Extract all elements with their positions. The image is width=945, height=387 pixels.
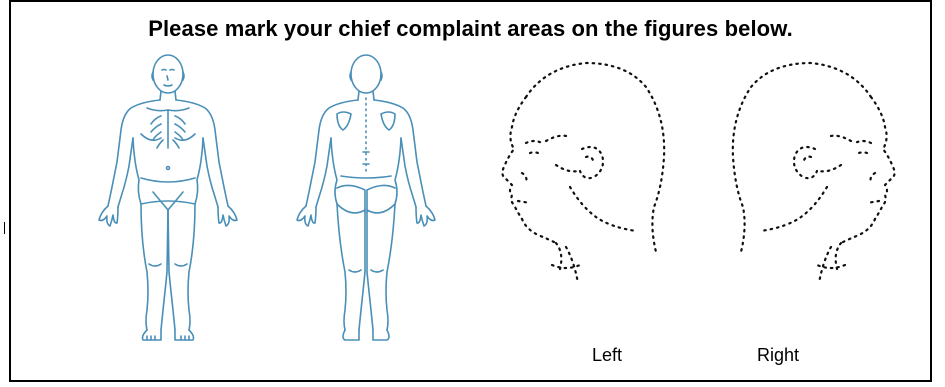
instruction-text: Please mark your chief complaint areas o… — [11, 16, 930, 42]
human-body-back-icon[interactable] — [279, 52, 454, 342]
head-profile-right-icon[interactable] — [711, 57, 911, 292]
human-body-front-icon[interactable] — [81, 52, 256, 342]
right-label: Right — [757, 345, 799, 366]
complaint-area-box: Please mark your chief complaint areas o… — [9, 0, 932, 382]
left-label: Left — [592, 345, 622, 366]
head-profile-left-icon[interactable] — [486, 57, 686, 292]
margin-mark — [4, 222, 5, 234]
